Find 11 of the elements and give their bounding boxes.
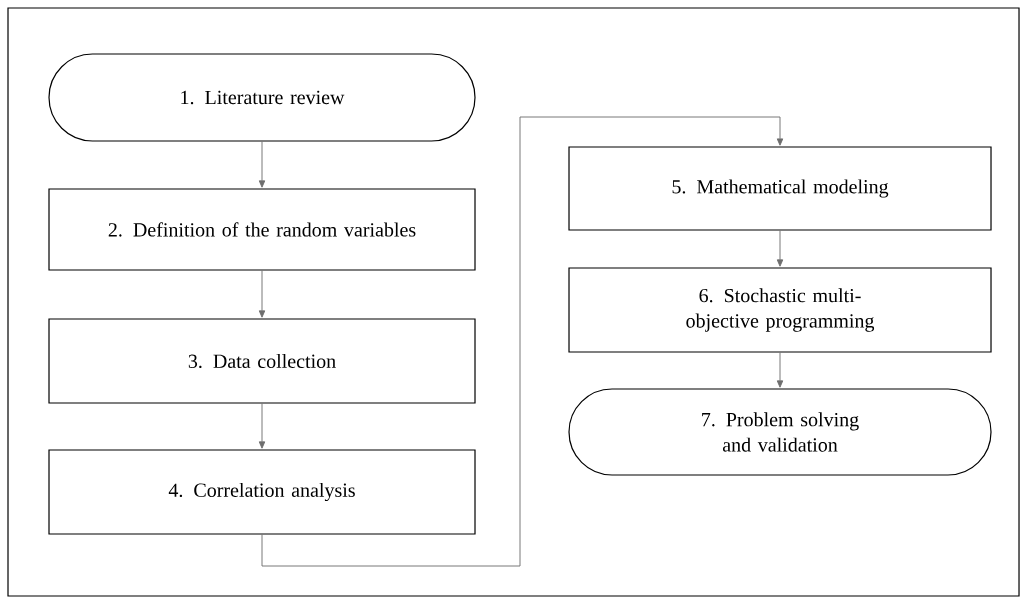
arrow (258, 141, 266, 188)
process-box: 2. Definition of the random variables (48, 188, 476, 271)
process-box: 5. Mathematical modeling (568, 146, 992, 231)
arrow (776, 352, 784, 388)
arrow (776, 230, 784, 267)
arrow (258, 403, 266, 449)
process-box: 6. Stochastic multi-objective programming (568, 267, 992, 353)
process-box: 4. Correlation analysis (48, 449, 476, 535)
process-box: 3. Data collection (48, 318, 476, 404)
arrow (261, 116, 784, 567)
arrow (258, 270, 266, 318)
